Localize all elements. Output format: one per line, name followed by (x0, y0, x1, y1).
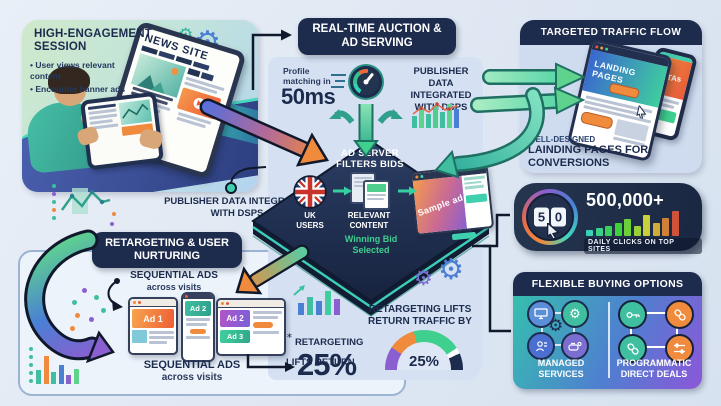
engagement-panel: ⚙ ⚙ NEWS SITE (22, 20, 258, 192)
support-person-icon (527, 332, 555, 360)
monitor-icon (527, 300, 555, 328)
divider (608, 302, 610, 378)
winning-bid-label: Winning Bid Selected (344, 234, 398, 256)
sequential-ads-bottom: SEQUENTIAL ADS across visits (143, 359, 241, 384)
ad2-banner: Ad 2 (185, 301, 211, 316)
gear-circle-icon: ⚙ (561, 300, 589, 328)
hand-tablet (80, 91, 164, 171)
clicks-bar (633, 226, 641, 236)
analytics-chart-icon (412, 102, 459, 128)
clicks-counter-gauge: 5 0 (522, 189, 578, 245)
clicks-bar (652, 223, 660, 236)
daily-clicks-bars (586, 211, 690, 236)
growth-bars-icon (293, 285, 340, 315)
profile-matching-label: Profile matching in (283, 66, 331, 87)
ad2-phone: Ad 2 (181, 292, 215, 362)
sliders-icon (665, 334, 694, 363)
documents-icon (350, 172, 390, 210)
uk-flag-icon (293, 175, 327, 209)
asterisk-icon: ∗ (286, 331, 295, 340)
engagement-bullet: • User views relevant content (30, 60, 115, 81)
gear-icon: ⚙ (548, 316, 564, 335)
lift-gauge: 25% (385, 330, 463, 370)
sequential-ads-top: SEQUENTIAL ADS across visits (130, 270, 218, 292)
managed-services-label: MANAGED SERVICES (537, 358, 585, 380)
audience-label: UK USERS (296, 211, 324, 230)
lift-stat-label: ∗ RETARGETING LIFTS RETURN (286, 331, 364, 368)
clicks-bar (605, 226, 612, 236)
decor-bars (36, 352, 92, 384)
link-icon (665, 300, 694, 329)
clicks-bar (624, 219, 631, 236)
clicks-bar (643, 215, 650, 236)
engagement-bullet: • Encounter banner ads (30, 84, 126, 94)
sample-ad-browser: Sample ad (409, 164, 495, 236)
latency-value: 50ms (281, 84, 336, 109)
clicks-value: 500,000+ (586, 190, 664, 210)
bullet-icon: • (30, 60, 36, 70)
gear-icon: ⚙ (438, 254, 464, 286)
counter-digit: 5 (534, 207, 549, 227)
retargeting-header: RETARGETING & USER NURTURING (92, 232, 242, 268)
clicks-bar (595, 228, 603, 236)
buying-panel: FLEXIBLE BUYING OPTIONS ⚙ ⚙ MANAGED SERV… (513, 272, 702, 389)
clicks-bar (662, 218, 669, 236)
key-icon (618, 300, 647, 329)
ad2b-banner: Ad 2 (220, 310, 250, 327)
link-icon (618, 334, 647, 363)
lift-gauge-label: RETARGETING LIFTS RETURN TRAFFIC BY (368, 304, 472, 327)
ad2-ad3-browser: Ad 2 Ad 3 (216, 298, 286, 356)
speed-lines (331, 74, 346, 88)
programmatic-label: PROGRAMMATIC DIRECT DEALS (616, 358, 692, 380)
traffic-header: TARGETED TRAFFIC FLOW (520, 20, 702, 45)
daily-clicks-card: 5 0 500,000+ DAILY CLICKS ON TOP SITES (514, 183, 702, 254)
ad-server-title: AD SERVER FILTERS BIDS (336, 148, 404, 171)
service-tools-icon (561, 332, 589, 360)
cursor-icon (636, 105, 647, 119)
publisher-note-left: PUBLISHER DATA INTEGRATED WITH DSPS (164, 196, 310, 220)
clicks-bar (671, 211, 679, 236)
clicks-caption: DAILY CLICKS ON TOP SITES (584, 238, 702, 254)
decor-line-chart (52, 184, 116, 226)
lift-gauge-value: 25% (408, 353, 440, 370)
lift-stat-value: 25% (297, 347, 357, 382)
sample-ad-label: Sample ad (415, 191, 465, 218)
engagement-title: HIGH-ENGAGEMENT SESSION (34, 28, 152, 54)
traffic-caption-main: LAINDING PAGES FOR CONVERSIONS (528, 144, 649, 169)
clicks-bar (586, 230, 593, 236)
landing-browser: LANDING PAGES (566, 37, 674, 163)
speedometer-gauge (350, 66, 382, 98)
counter-digit: 0 (551, 207, 566, 227)
auction-header: REAL-TIME AUCTION & AD SERVING (298, 18, 456, 55)
gear-icon: ⚙ (414, 267, 433, 290)
buying-header: FLEXIBLE BUYING OPTIONS (513, 272, 702, 296)
ad1-browser: Ad 1 (128, 297, 178, 355)
clicks-bar (614, 223, 622, 236)
content-label: RELEVANT CONTENT (347, 211, 391, 230)
mini-chart (118, 99, 153, 126)
person-hair (48, 66, 90, 94)
ad3-banner: Ad 3 (220, 330, 250, 343)
traffic-caption: WELL-DESIGNED LAINDING PAGES FOR CONVERS… (528, 135, 650, 169)
bullet-icon: • (30, 84, 36, 94)
traffic-caption-top: WELL-DESIGNED (528, 135, 596, 144)
hand-cursor-icon (547, 223, 560, 239)
ad1-banner: Ad 1 (132, 309, 174, 328)
